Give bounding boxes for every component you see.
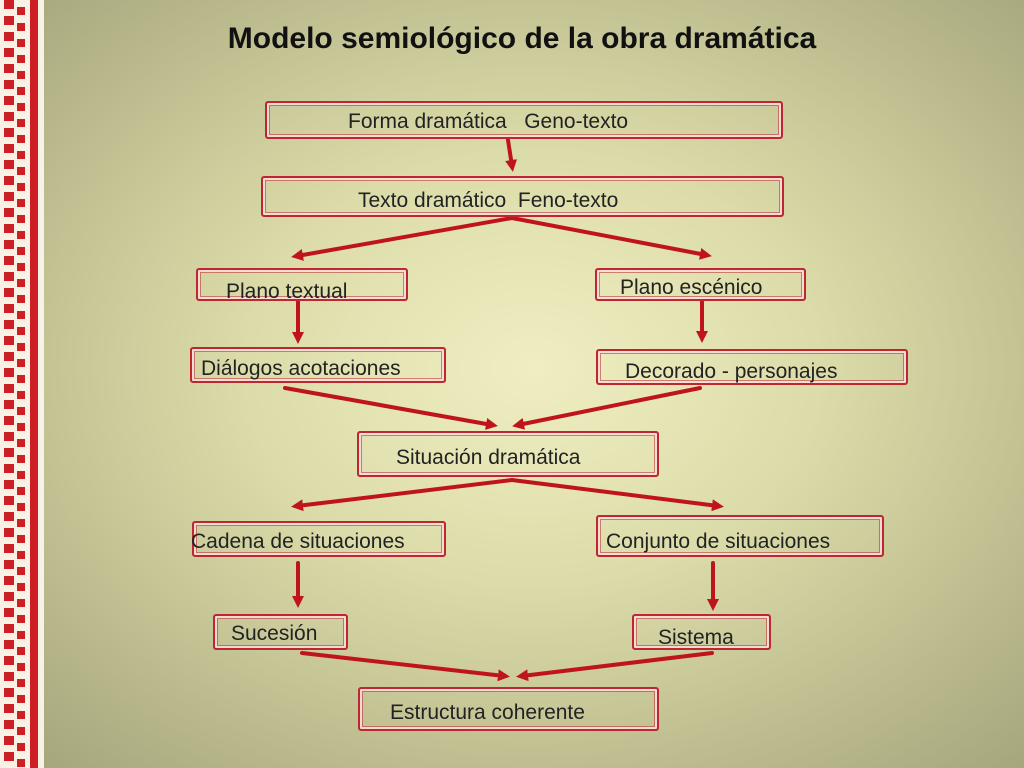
node-estructura-coherente: Estructura coherente (358, 687, 659, 731)
arrow-texto-plano-textual (291, 216, 514, 261)
node-forma-dramatica: Forma dramática Geno-texto (265, 101, 783, 139)
node-texto-dramatico: Texto dramático Feno-texto (261, 176, 784, 217)
arrow-sistema-estructura (516, 651, 714, 682)
arrow-dialogos-situacion (283, 386, 498, 430)
node-plano-escenico: Plano escénico (595, 268, 806, 301)
node-forma-dramatica-label: Forma dramática Geno-texto (348, 110, 629, 133)
node-sistema-label: Sistema (658, 626, 734, 649)
node-dialogos-acotaciones: Diálogos acotaciones (190, 347, 446, 383)
node-plano-textual-label: Plano textual (226, 280, 348, 303)
arrow-situacion-conjunto (510, 478, 724, 512)
node-sistema: Sistema (632, 614, 771, 650)
decorative-border (0, 0, 44, 768)
node-texto-dramatico-label: Texto dramático Feno-texto (358, 189, 619, 212)
node-conjunto-situaciones-label: Conjunto de situaciones (606, 530, 831, 553)
node-situacion-dramatica-label: Situación dramática (396, 446, 581, 469)
node-plano-textual: Plano textual (196, 268, 408, 303)
node-conjunto-situaciones: Conjunto de situaciones (596, 515, 884, 557)
arrow-sucesion-estructura (300, 651, 510, 682)
node-dialogos-acotaciones-label: Diálogos acotaciones (201, 357, 401, 380)
node-cadena-situaciones: Cadena de situaciones (191, 521, 446, 557)
arrow-texto-plano-escenico (510, 216, 712, 260)
node-sucesion: Sucesión (213, 614, 348, 650)
node-decorado-personajes: Decorado - personajes (596, 349, 908, 385)
node-cadena-situaciones-label: Cadena de situaciones (191, 530, 405, 553)
arrow-decorado-situacion (512, 386, 702, 430)
arrow-situacion-cadena (291, 478, 514, 512)
node-sucesion-label: Sucesión (231, 622, 318, 645)
diagram-title: Modelo semiológico de la obra dramática (227, 22, 817, 55)
node-situacion-dramatica: Situación dramática (357, 431, 659, 477)
arrow-forma-texto (505, 138, 518, 172)
node-estructura-coherente-label: Estructura coherente (390, 701, 585, 724)
node-decorado-personajes-label: Decorado - personajes (625, 360, 838, 383)
node-plano-escenico-label: Plano escénico (620, 276, 763, 299)
